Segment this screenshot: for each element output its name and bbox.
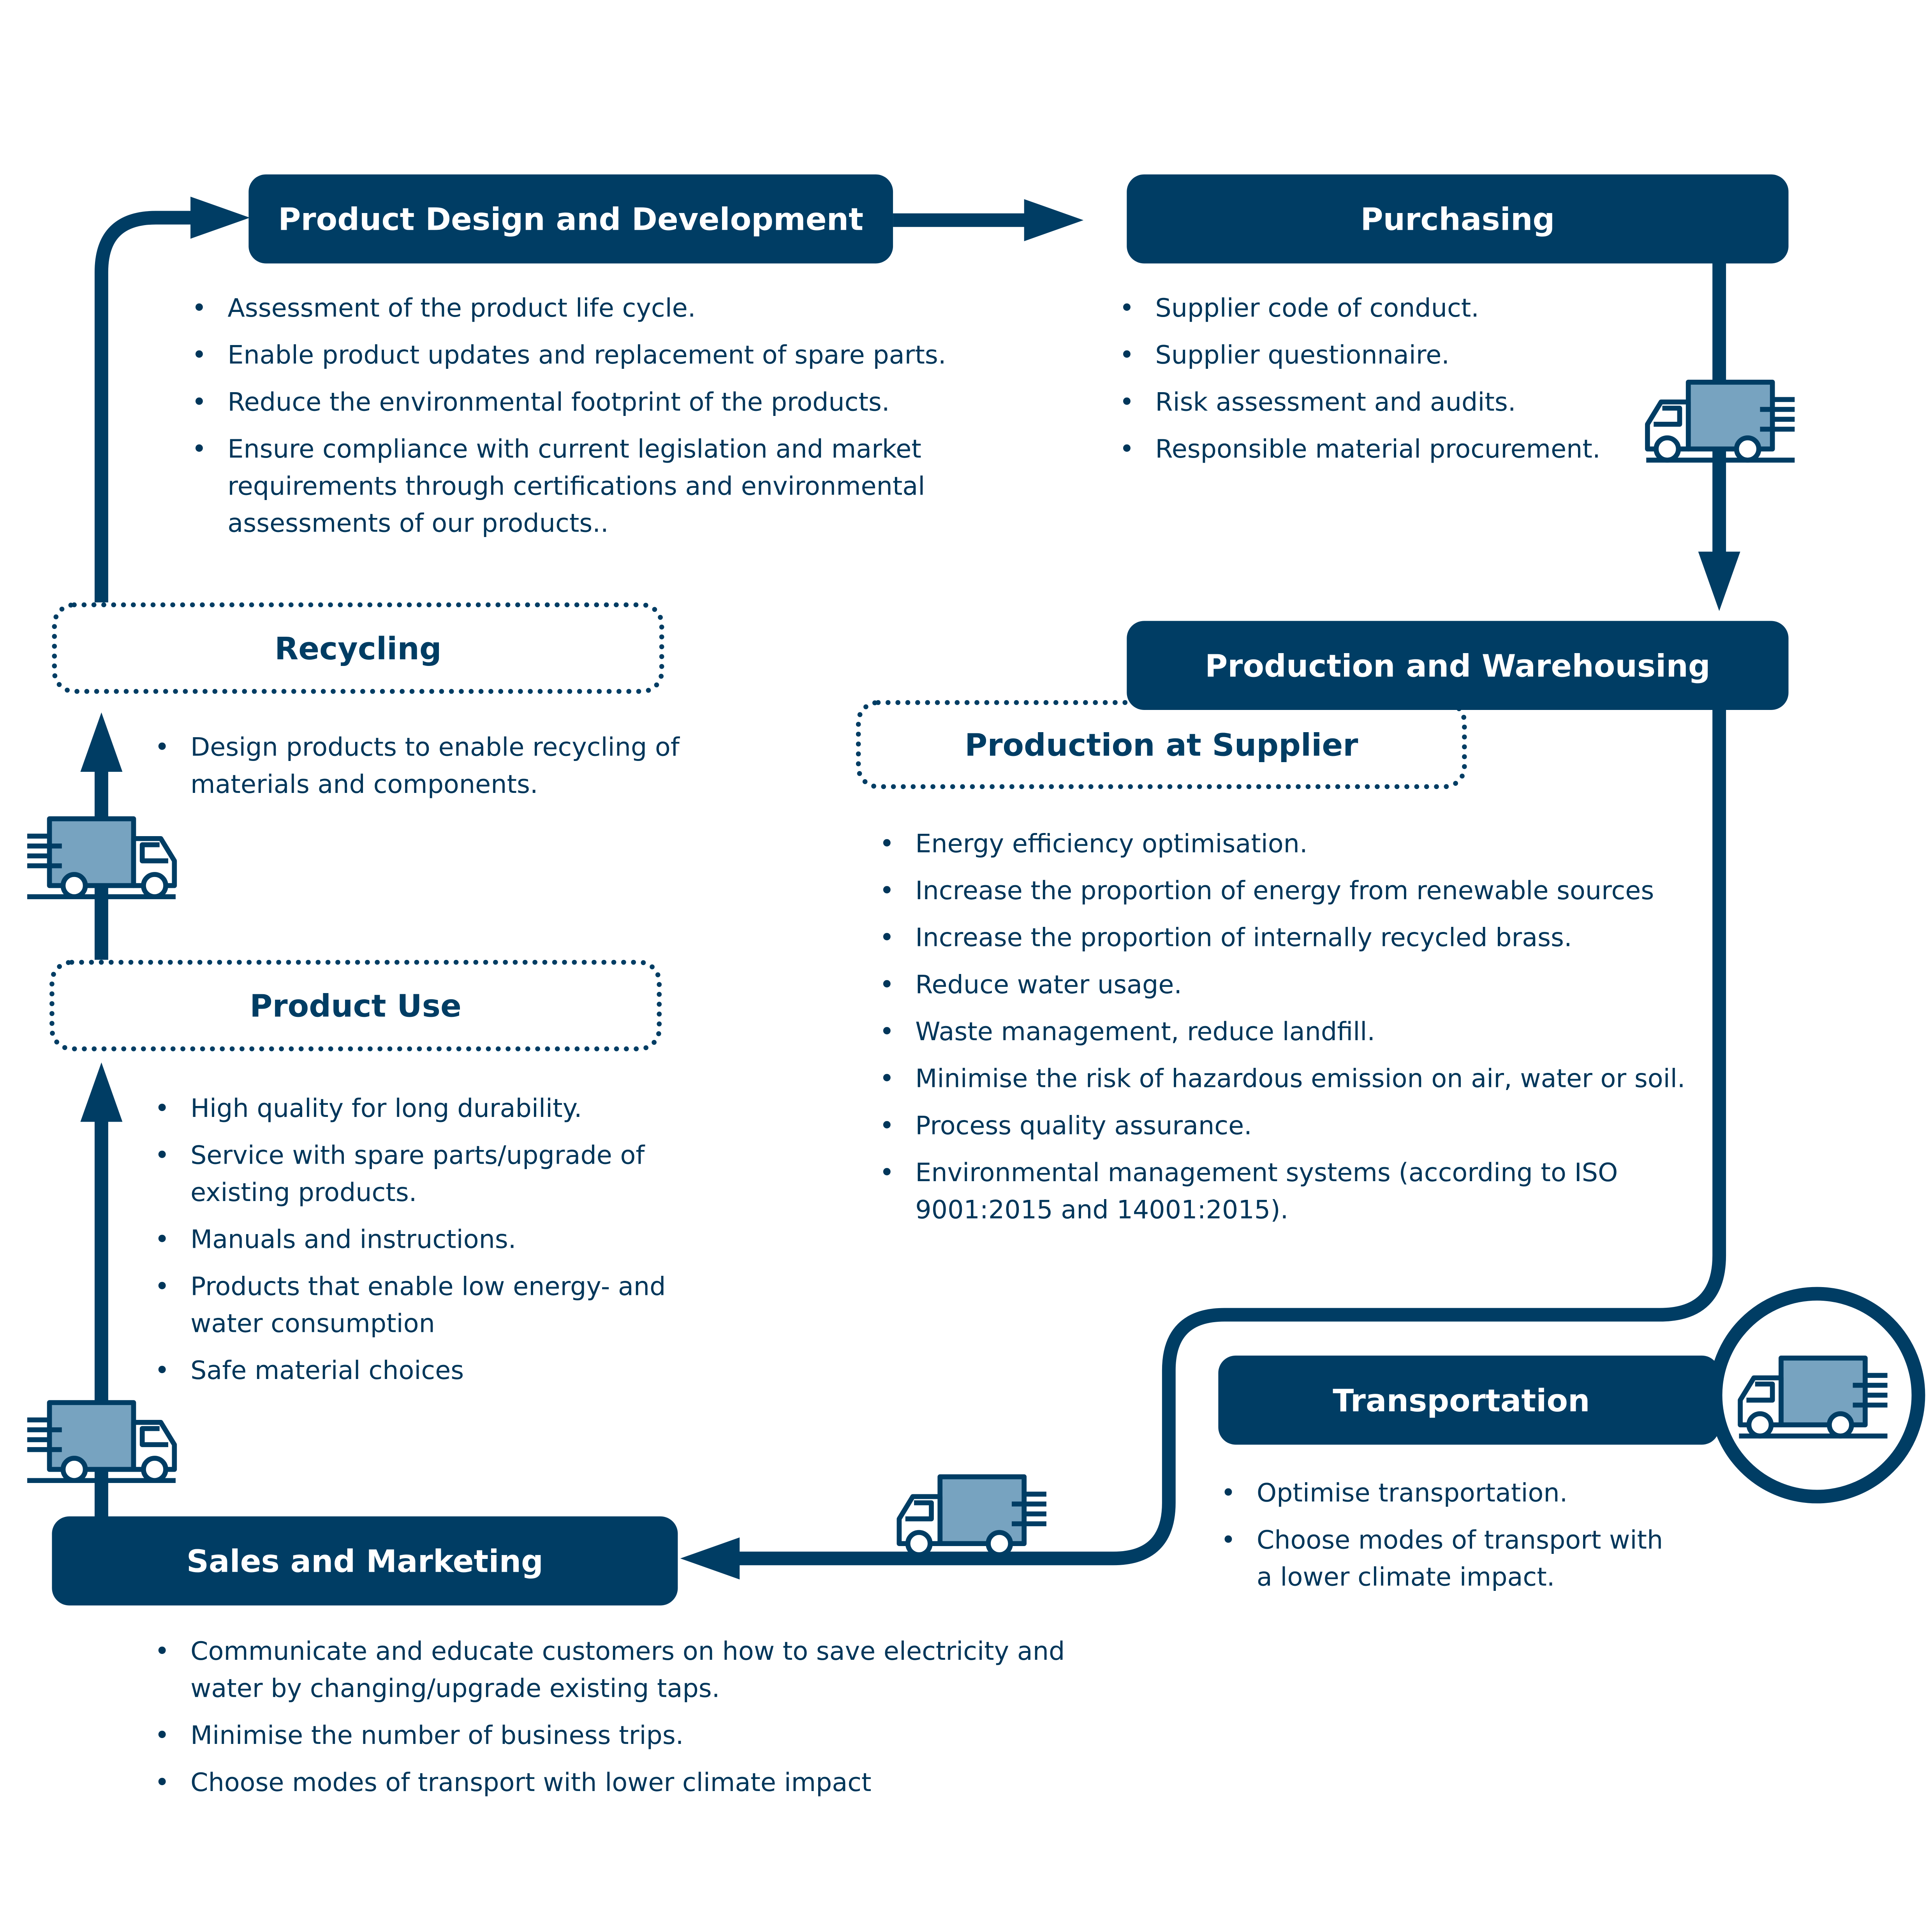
list-item: Design products to enable recycling of m… (155, 729, 699, 803)
list-item: Optimise transportation. (1221, 1474, 1666, 1511)
list-item: Products that enable low energy- and wat… (155, 1268, 699, 1342)
stage-title: Production and Warehousing (1205, 647, 1710, 683)
list-item: Increase the proportion of internally re… (879, 919, 1696, 956)
list-item: Supplier questionnaire. (1119, 336, 1639, 373)
list-item: Responsible material procurement. (1119, 430, 1639, 467)
use-bullet-list: High quality for long durability. Servic… (155, 1090, 699, 1399)
list-item: Waste management, reduce landfill. (879, 1013, 1696, 1050)
sales-bullet-list: Communicate and educate customers on how… (155, 1633, 1119, 1810)
delivery-truck-icon (896, 1474, 1046, 1557)
stage-title: Production at Supplier (965, 726, 1358, 763)
delivery-truck-icon (27, 1400, 177, 1483)
truck-purchasing (1644, 377, 1797, 467)
arrowhead-icon (680, 1537, 740, 1580)
transportation-bullet-list: Optimise transportation. Choose modes of… (1221, 1474, 1666, 1606)
arrowhead-icon (80, 1062, 123, 1122)
stage-title: Product Design and Development (278, 201, 864, 237)
arrowhead-icon (1024, 199, 1084, 241)
stage-production-warehousing: Production and Warehousing (1127, 621, 1789, 710)
list-item: Reduce the environmental footprint of th… (192, 384, 983, 421)
purchasing-bullet-list: Supplier code of conduct. Supplier quest… (1119, 289, 1639, 477)
stage-product-use: Product Use (49, 960, 662, 1051)
list-item: Manuals and instructions. (155, 1221, 699, 1258)
stage-title: Purchasing (1360, 201, 1555, 237)
delivery-truck-icon (1645, 380, 1795, 463)
truck-recycling (25, 814, 178, 903)
list-item: Process quality assurance. (879, 1107, 1696, 1144)
list-item: Risk assessment and audits. (1119, 384, 1639, 421)
connector-recycling-to-design (94, 211, 193, 604)
design-bullet-list: Assessment of the product life cycle. En… (192, 289, 983, 551)
stage-product-design: Product Design and Development (248, 174, 893, 264)
delivery-truck-icon (27, 816, 177, 899)
list-item: Minimise the risk of hazardous emission … (879, 1060, 1696, 1097)
supplier-bullet-list: Energy efficiency optimisation. Increase… (879, 825, 1696, 1238)
list-item: Assessment of the product life cycle. (192, 289, 983, 326)
list-item: Reduce water usage. (879, 966, 1696, 1003)
list-item: Choose modes of transport with lower cli… (155, 1764, 1119, 1801)
truck-transportation (1737, 1353, 1890, 1442)
list-item: Choose modes of transport with a lower c… (1221, 1521, 1666, 1596)
list-item: Communicate and educate customers on how… (155, 1633, 1119, 1707)
list-item: Energy efficiency optimisation. (879, 825, 1696, 862)
arrowhead-icon (1698, 551, 1740, 611)
delivery-truck-icon (1738, 1355, 1888, 1439)
list-item: Ensure compliance with current legislati… (192, 430, 983, 542)
stage-recycling: Recycling (52, 602, 664, 694)
arrowhead-icon (190, 196, 250, 239)
recycling-bullet-list: Design products to enable recycling of m… (155, 729, 699, 813)
list-item: Environmental management systems (accord… (879, 1154, 1696, 1228)
stage-sales-marketing: Sales and Marketing (52, 1516, 678, 1606)
list-item: Increase the proportion of energy from r… (879, 872, 1696, 909)
stage-title: Sales and Marketing (186, 1543, 543, 1579)
truck-sales (895, 1472, 1049, 1561)
list-item: Enable product updates and replacement o… (192, 336, 983, 373)
stage-production-at-supplier: Production at Supplier (856, 700, 1467, 789)
truck-product-use (25, 1398, 178, 1487)
stage-title: Product Use (250, 988, 461, 1024)
list-item: Supplier code of conduct. (1119, 289, 1639, 326)
list-item: Service with spare parts/upgrade of exis… (155, 1137, 699, 1211)
list-item: Minimise the number of business trips. (155, 1717, 1119, 1754)
stage-purchasing: Purchasing (1127, 174, 1789, 264)
list-item: Safe material choices (155, 1352, 699, 1389)
stage-title: Recycling (275, 630, 442, 666)
stage-transportation: Transportation (1218, 1355, 1719, 1445)
connector-production-to-sales (732, 710, 1726, 1566)
arrowhead-icon (80, 712, 123, 772)
list-item: High quality for long durability. (155, 1090, 699, 1127)
stage-title: Transportation (1333, 1382, 1590, 1418)
